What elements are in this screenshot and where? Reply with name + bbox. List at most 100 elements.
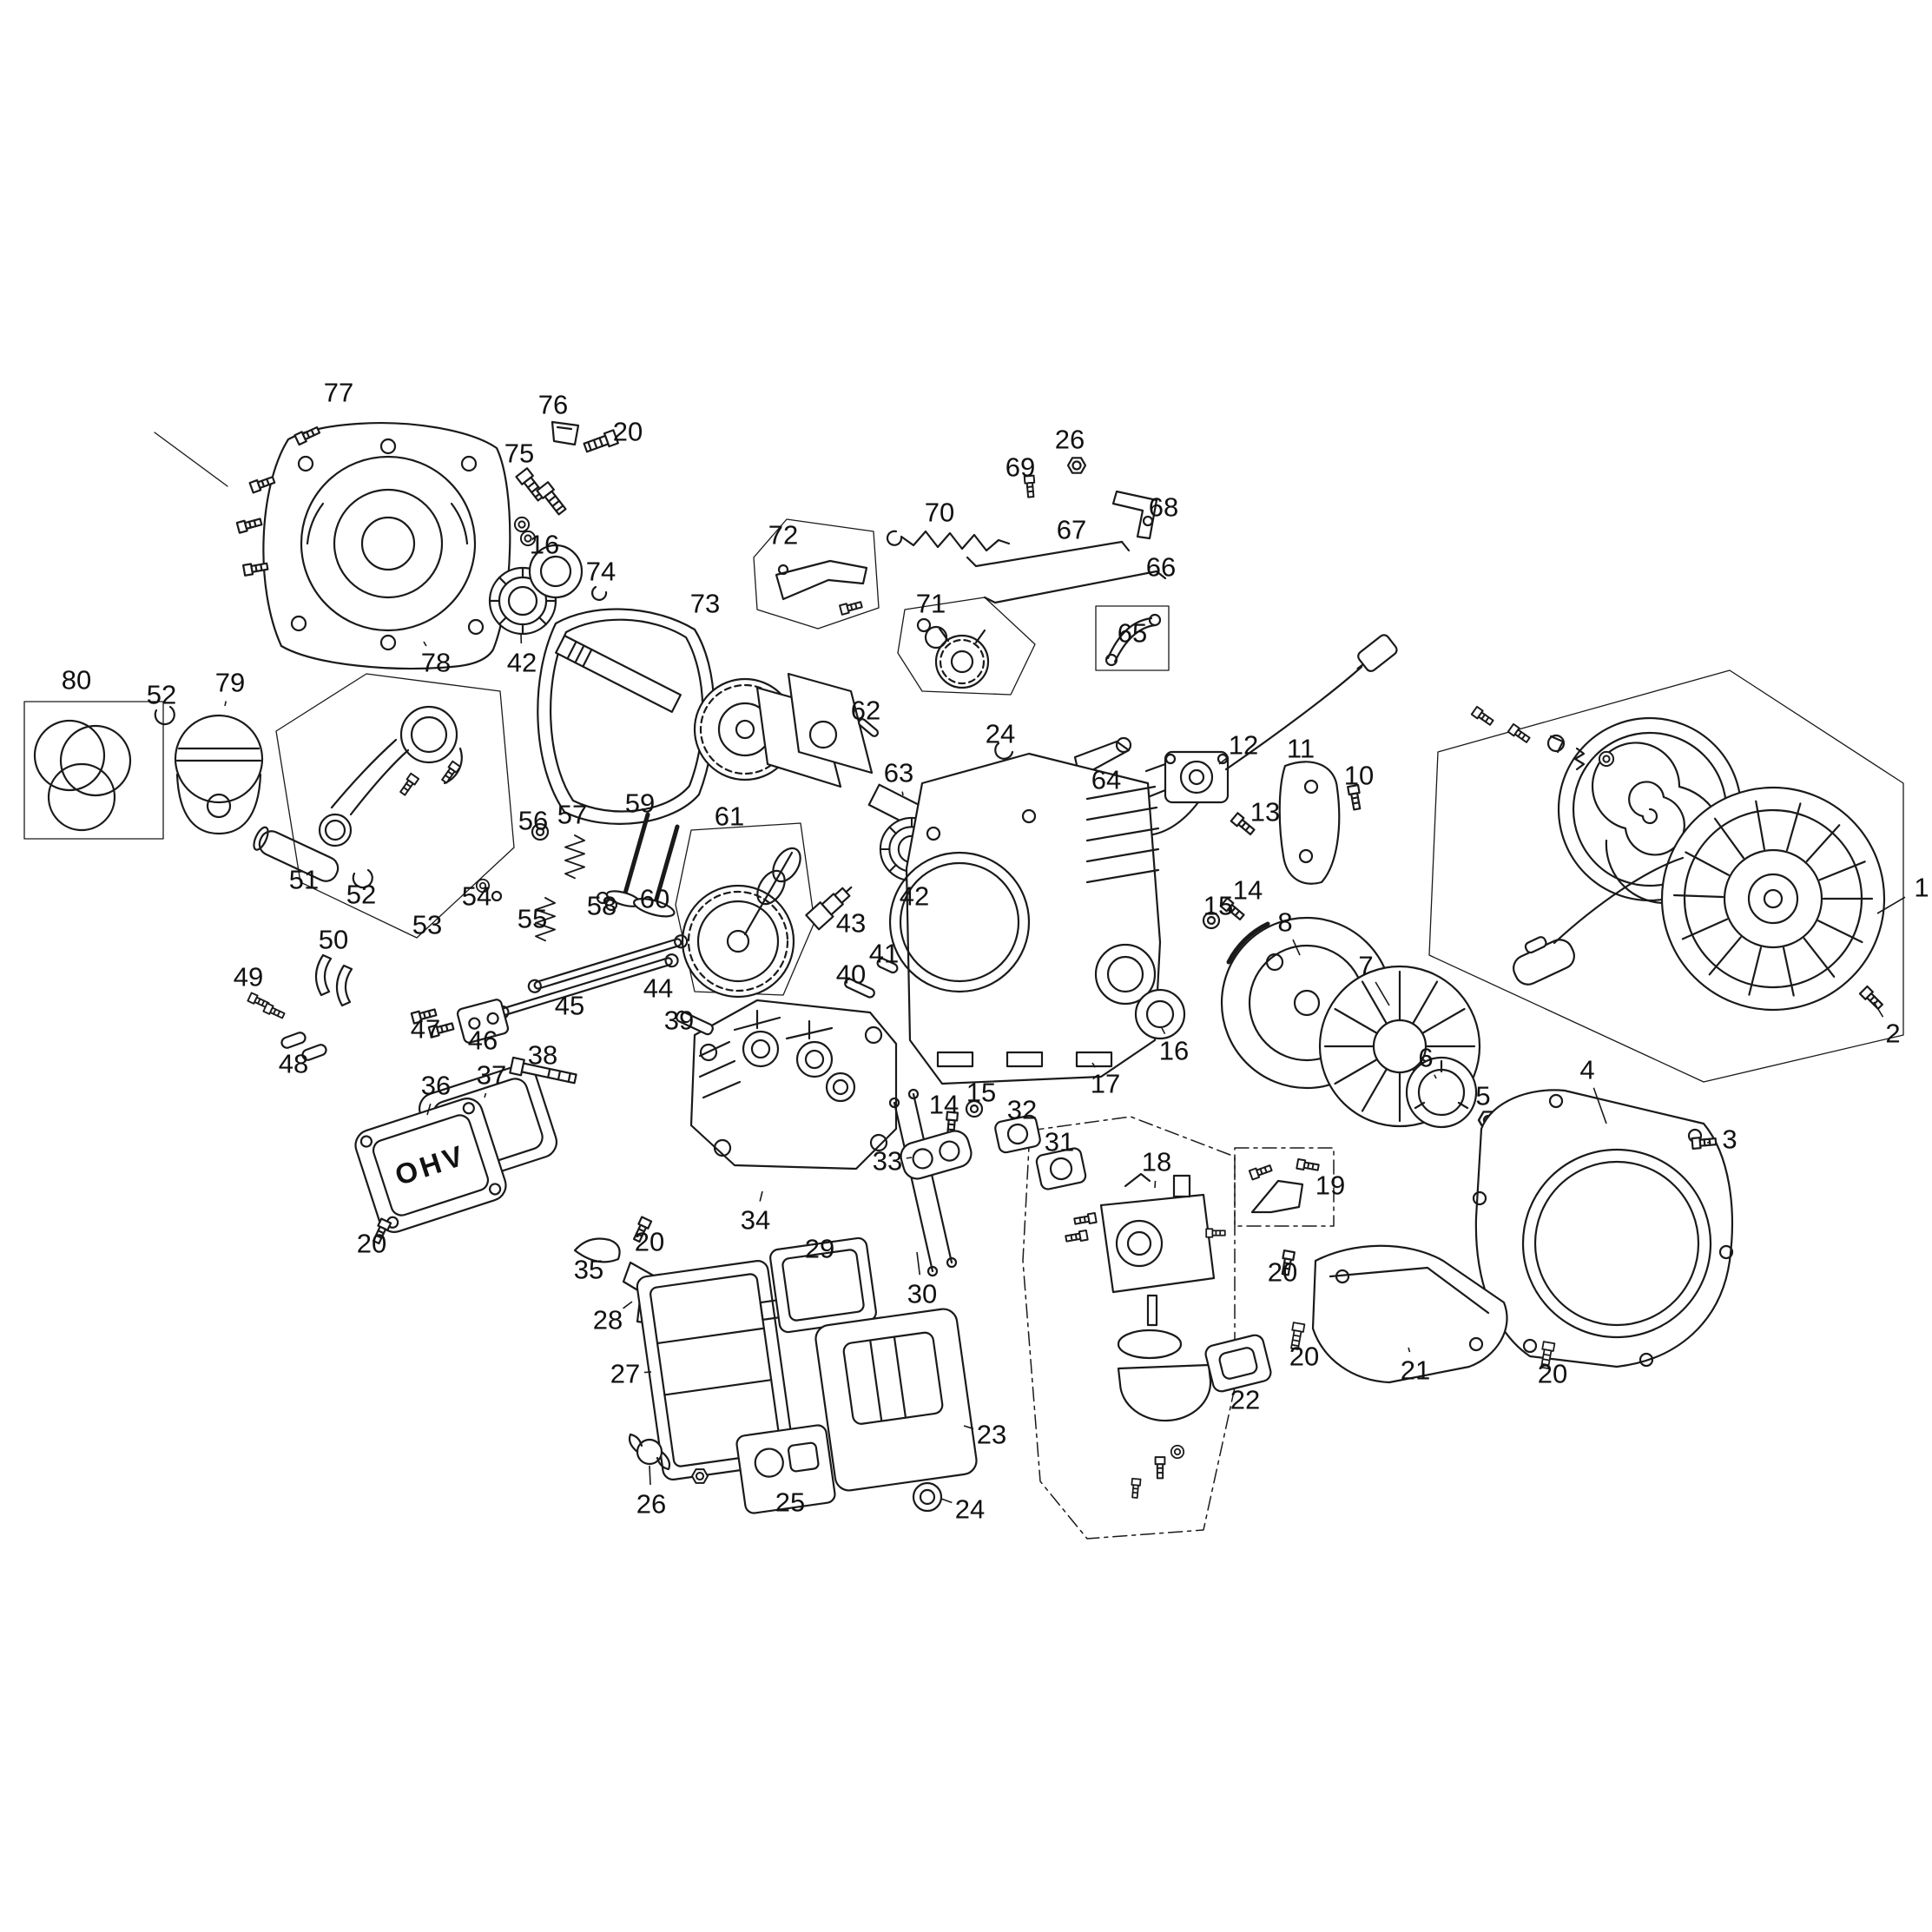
piston-ring-set bbox=[23, 701, 164, 840]
part-label-50-59: 50 bbox=[318, 924, 349, 955]
part-label-36-44: 36 bbox=[420, 1070, 452, 1101]
part-label-45-54: 45 bbox=[554, 990, 585, 1021]
leader-line bbox=[426, 1103, 432, 1116]
cylinder-head bbox=[689, 999, 898, 1170]
part-label-41-49: 41 bbox=[868, 938, 900, 969]
construction-line bbox=[154, 432, 228, 487]
part-label-4-3: 4 bbox=[1579, 1054, 1595, 1085]
part-label-1-0: 1 bbox=[1914, 872, 1929, 903]
cover-knob bbox=[912, 1481, 943, 1513]
part-label-75-85: 75 bbox=[504, 438, 535, 469]
part-label-39-47: 39 bbox=[663, 1005, 695, 1036]
part-label-46-55: 46 bbox=[467, 1025, 498, 1056]
part-label-14-12: 14 bbox=[1232, 874, 1263, 906]
part-label-65-75: 65 bbox=[1117, 617, 1148, 649]
piston bbox=[174, 714, 264, 835]
valve-washer bbox=[491, 890, 503, 902]
part-label-10-8: 10 bbox=[1343, 760, 1375, 791]
guide-plate bbox=[456, 999, 510, 1044]
part-label-28-36: 28 bbox=[592, 1304, 623, 1335]
part-label-66-76: 66 bbox=[1145, 551, 1177, 583]
part-label-38-46: 38 bbox=[527, 1039, 558, 1071]
part-label-19-20: 19 bbox=[1315, 1170, 1346, 1201]
starter-cup bbox=[1405, 1056, 1478, 1129]
leader-line bbox=[1873, 1001, 1884, 1018]
gear-pin bbox=[858, 718, 879, 737]
piston-pin bbox=[253, 826, 340, 882]
leader-line bbox=[759, 1190, 763, 1202]
leader-line bbox=[906, 1157, 913, 1159]
leader-line bbox=[963, 1425, 974, 1430]
part-label-61-71: 61 bbox=[714, 801, 745, 832]
part-label-3-2: 3 bbox=[1722, 1124, 1737, 1155]
leader-line bbox=[1154, 1180, 1157, 1189]
air-cleaner-cover bbox=[814, 1308, 978, 1492]
part-label-43-52: 43 bbox=[835, 907, 867, 939]
camshaft bbox=[675, 822, 815, 999]
leader-line bbox=[1091, 1062, 1097, 1068]
leader-line bbox=[1292, 939, 1301, 956]
leader-line bbox=[484, 1092, 487, 1098]
cylinder-shroud bbox=[1311, 1244, 1508, 1384]
leader-line bbox=[623, 1301, 633, 1309]
part-label-53-63: 53 bbox=[412, 909, 443, 940]
part-label-26-34: 26 bbox=[636, 1488, 667, 1520]
pivot-pins bbox=[280, 1032, 327, 1061]
element-plate bbox=[735, 1424, 836, 1514]
air-cleaner-base bbox=[636, 1260, 795, 1480]
part-label-47-56: 47 bbox=[410, 1013, 441, 1045]
part-label-74-84: 74 bbox=[585, 556, 617, 587]
part-label-34-42: 34 bbox=[740, 1204, 771, 1236]
valve-collet bbox=[604, 898, 618, 912]
part-label-29-37: 29 bbox=[804, 1233, 835, 1264]
valve-collet bbox=[596, 891, 610, 905]
leader-line bbox=[940, 1498, 953, 1504]
connecting-rod bbox=[275, 673, 515, 939]
leader-line bbox=[649, 1465, 651, 1486]
ignition-coil bbox=[1144, 750, 1230, 804]
leader-line bbox=[901, 791, 904, 796]
part-label-22-28: 22 bbox=[1230, 1384, 1261, 1415]
part-label-63-73: 63 bbox=[883, 757, 914, 788]
part-label-14-13: 14 bbox=[928, 1089, 959, 1120]
part-label-42-50: 42 bbox=[506, 647, 537, 678]
part-label-24-30: 24 bbox=[985, 718, 1016, 749]
part-label-20-25: 20 bbox=[1289, 1341, 1320, 1372]
part-label-44-53: 44 bbox=[643, 973, 674, 1004]
leader-line bbox=[643, 1371, 652, 1374]
part-label-76-86: 76 bbox=[537, 389, 569, 420]
part-label-5-4: 5 bbox=[1475, 1080, 1491, 1111]
air-baffle bbox=[1278, 761, 1341, 885]
part-label-16-17: 16 bbox=[1158, 1035, 1190, 1066]
crankshaft bbox=[555, 635, 955, 844]
part-label-6-5: 6 bbox=[1418, 1042, 1434, 1073]
retaining-clip bbox=[590, 585, 608, 601]
part-label-64-74: 64 bbox=[1091, 764, 1122, 795]
recoil-starter bbox=[1428, 669, 1904, 1083]
part-label-27-35: 27 bbox=[610, 1358, 641, 1389]
part-label-12-10: 12 bbox=[1228, 729, 1259, 761]
leader-line bbox=[1408, 1347, 1411, 1353]
part-label-23-29: 23 bbox=[976, 1419, 1007, 1450]
stopper-bracket bbox=[753, 518, 880, 630]
piston-pin-clip bbox=[154, 705, 175, 726]
part-label-72-82: 72 bbox=[768, 519, 799, 551]
breather-plate bbox=[551, 420, 619, 456]
part-label-2-1: 2 bbox=[1885, 1018, 1901, 1049]
leader-line bbox=[224, 701, 227, 707]
port-gasket bbox=[900, 1130, 973, 1180]
head-stud bbox=[876, 957, 899, 974]
push-rods bbox=[888, 1088, 958, 1277]
rocker-shaft bbox=[527, 934, 689, 993]
part-label-20-21: 20 bbox=[612, 416, 643, 447]
part-label-70-80: 70 bbox=[924, 497, 955, 528]
part-label-78-88: 78 bbox=[420, 647, 452, 678]
head-stud bbox=[676, 1010, 714, 1036]
part-label-37-45: 37 bbox=[476, 1059, 507, 1091]
part-label-60-70: 60 bbox=[639, 883, 670, 914]
part-label-20-23: 20 bbox=[634, 1226, 665, 1257]
part-label-52-61: 52 bbox=[146, 679, 177, 710]
leader-line bbox=[1161, 1027, 1166, 1035]
cover-bolt-long bbox=[509, 1056, 577, 1085]
part-label-8-7: 8 bbox=[1277, 907, 1293, 938]
